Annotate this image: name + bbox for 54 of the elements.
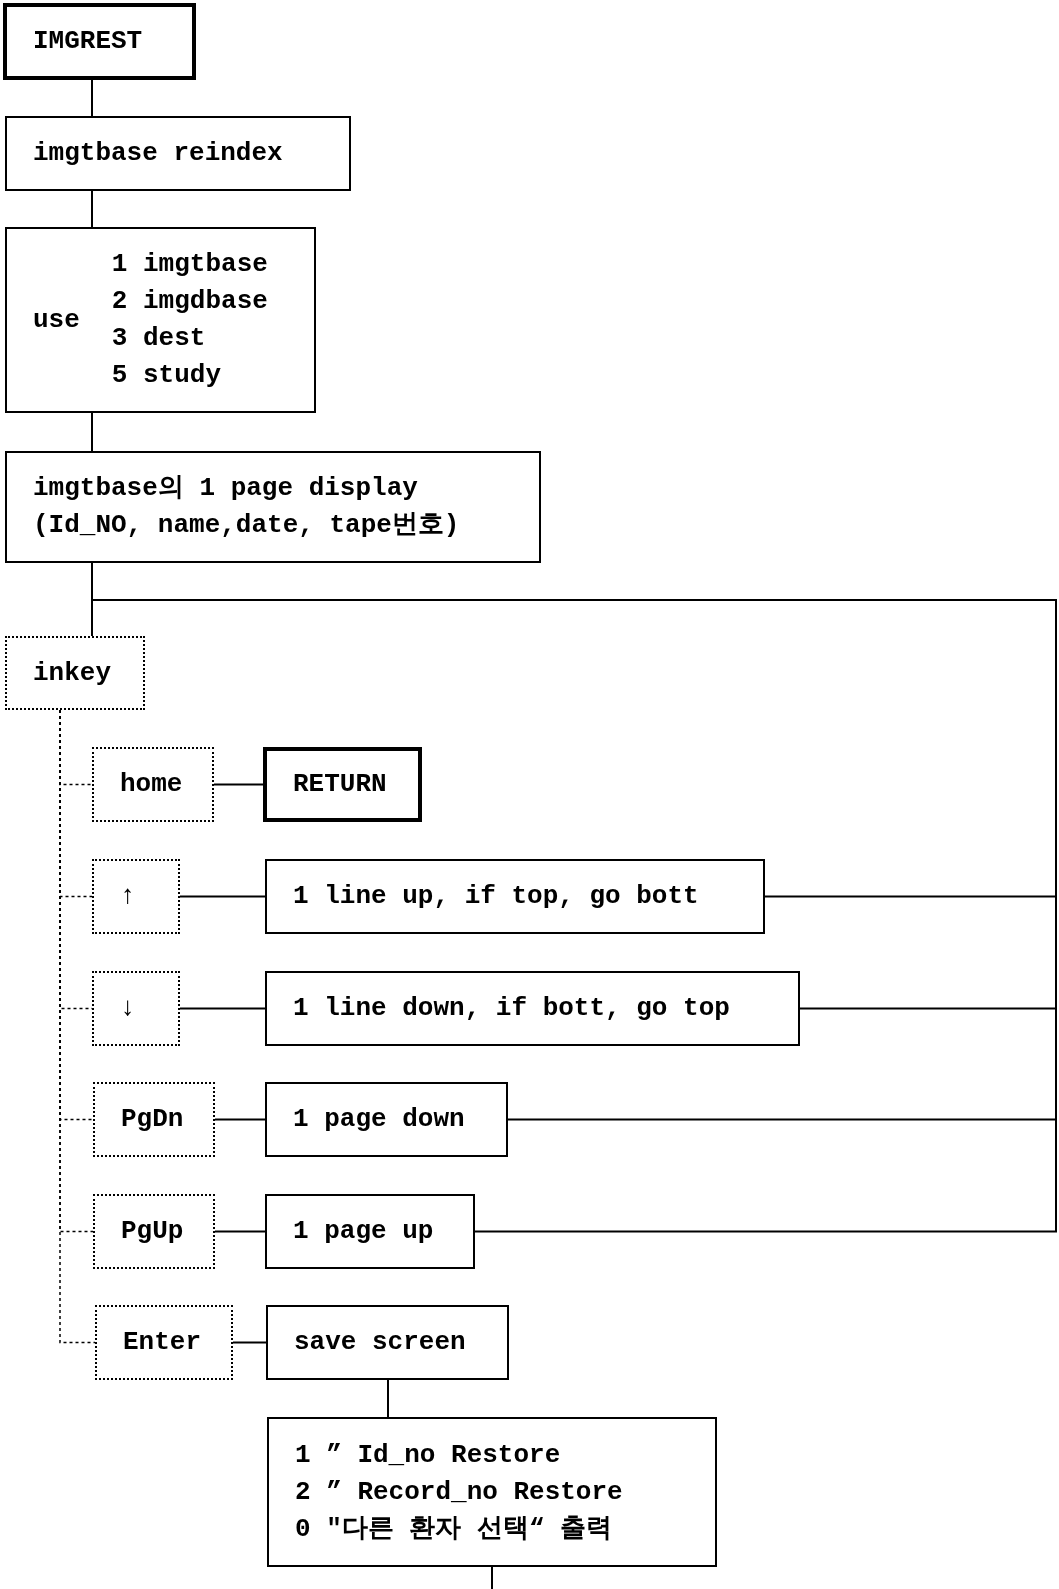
node-text: ↑ [120,880,136,913]
node-text: Enter [123,1326,201,1359]
connector-line [91,599,1057,1233]
process-box [265,971,800,1046]
process-box [265,859,765,934]
terminal-box [3,3,196,80]
key-box [92,971,180,1046]
node-text: RETURN [293,768,387,801]
node-text: 1 page down [293,1103,465,1136]
node-text: home [120,768,183,801]
node-text: 2 ” Record_no Restore [295,1475,623,1509]
connector-line [91,412,93,452]
node-text: save screen [294,1326,466,1359]
node-text: 5 study [111,359,223,392]
key-box [92,747,214,822]
key-box [93,1194,215,1269]
node-text: 3 dest [111,322,207,355]
node-text: 0 "다른 환자 선택“ 출력 [295,1512,614,1546]
process-box [5,227,316,413]
process-box [265,1194,475,1269]
node-text: 1 page up [293,1215,434,1248]
connector-line [491,1566,493,1589]
node-text: inkey [33,656,111,690]
node-text: 1 line down, if bott, go top [293,992,730,1025]
node-text: IMGREST [33,25,143,58]
node-text: 2 imgdbase [111,285,268,318]
node-text: 1 imgtbase [111,248,268,281]
connector-line [214,1118,266,1121]
terminal-box [263,747,422,822]
key-box [5,636,145,710]
connector-line [213,783,264,786]
connector-line [232,1341,267,1344]
node-text: ↓ [120,992,136,1025]
connector-line [91,190,93,228]
process-box [5,451,541,563]
connector-line [179,1007,266,1010]
key-box [92,859,180,934]
connector-line [214,1230,266,1233]
node-text: imgtbase의 1 page display (Id_NO, name,date, tape번호) [33,472,461,542]
connector-line [387,1379,389,1418]
key-box [95,1305,233,1380]
process-box [267,1417,717,1567]
node-text: PgDn [121,1103,184,1136]
process-box [266,1305,509,1380]
node-text: 1 line up, if top, go bott [293,880,699,913]
node-text: 1 ” Id_no Restore [295,1438,562,1472]
connector-line [91,79,93,117]
node-text: imgtbase reindex [33,137,283,170]
process-box [5,116,351,191]
node-text: PgUp [121,1215,184,1248]
node-text: use [33,303,80,337]
connector-line [179,895,266,898]
process-box [265,1082,508,1157]
key-box [93,1082,215,1157]
